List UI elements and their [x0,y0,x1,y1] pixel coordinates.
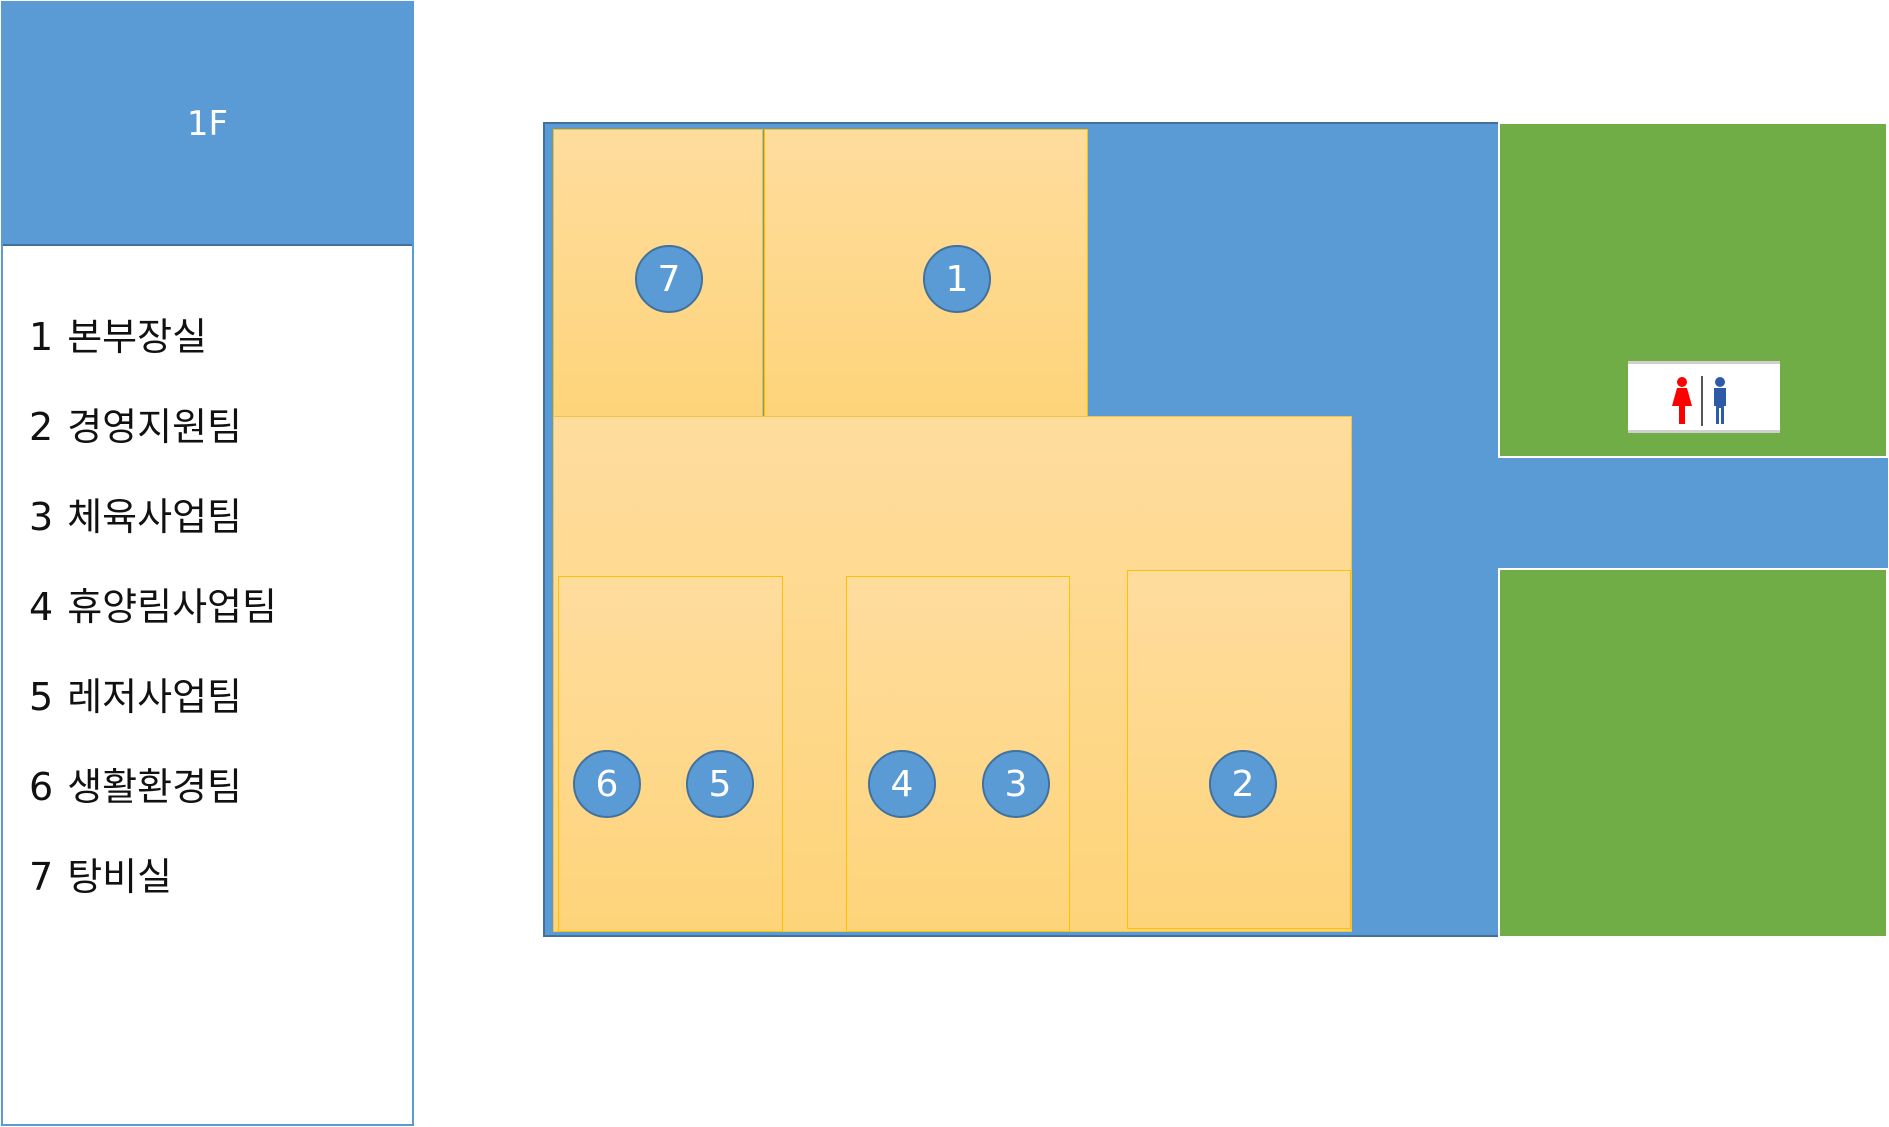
legend-item: 3 체육사업팀 [29,493,277,583]
room-marker-4[interactable]: 4 [868,750,936,818]
green-zone-south [1498,568,1888,938]
legend-item-name: 생활환경팀 [67,765,242,809]
floor-label: 1F [186,103,229,144]
legend-item-name: 레저사업팀 [67,675,242,719]
legend-item-number: 2 [29,405,54,449]
legend-item-name: 휴양림사업팀 [67,585,277,629]
legend-item: 6 생활환경팀 [29,763,277,853]
legend-item-name: 경영지원팀 [67,405,242,449]
legend-item-number: 3 [29,495,54,539]
room-marker-2[interactable]: 2 [1209,750,1277,818]
legend-item-number: 7 [29,855,54,899]
restroom-divider [1701,376,1703,426]
female-icon [1672,377,1692,424]
restroom-icon [1672,376,1726,426]
legend-item-name: 탕비실 [67,855,173,899]
room-marker-7[interactable]: 7 [635,245,703,313]
legend-item-name: 본부장실 [67,315,208,359]
legend-item-number: 5 [29,675,54,719]
room-marker-5[interactable]: 5 [686,750,754,818]
legend-item-name: 체육사업팀 [67,495,242,539]
room-partition-east [1127,570,1351,929]
restroom-sign [1628,361,1780,433]
male-icon [1714,377,1726,424]
legend-header: 1F [3,3,412,246]
legend-item-number: 1 [29,315,54,359]
legend-item-number: 4 [29,585,54,629]
room-marker-1[interactable]: 1 [923,245,991,313]
legend-list: 1 본부장실 2 경영지원팀 3 체육사업팀 4 휴양림사업팀 5 레저사업팀 … [29,313,277,943]
legend-panel: 1F 1 본부장실 2 경영지원팀 3 체육사업팀 4 휴양림사업팀 5 레저사… [1,1,414,1126]
legend-item: 2 경영지원팀 [29,403,277,493]
corridor-east [1498,458,1888,570]
legend-item: 7 탕비실 [29,853,277,943]
room-marker-3[interactable]: 3 [982,750,1050,818]
room-partition-center [846,576,1070,932]
legend-item: 4 휴양림사업팀 [29,583,277,673]
legend-item: 1 본부장실 [29,313,277,403]
room-marker-6[interactable]: 6 [573,750,641,818]
legend-item: 5 레저사업팀 [29,673,277,763]
legend-item-number: 6 [29,765,54,809]
